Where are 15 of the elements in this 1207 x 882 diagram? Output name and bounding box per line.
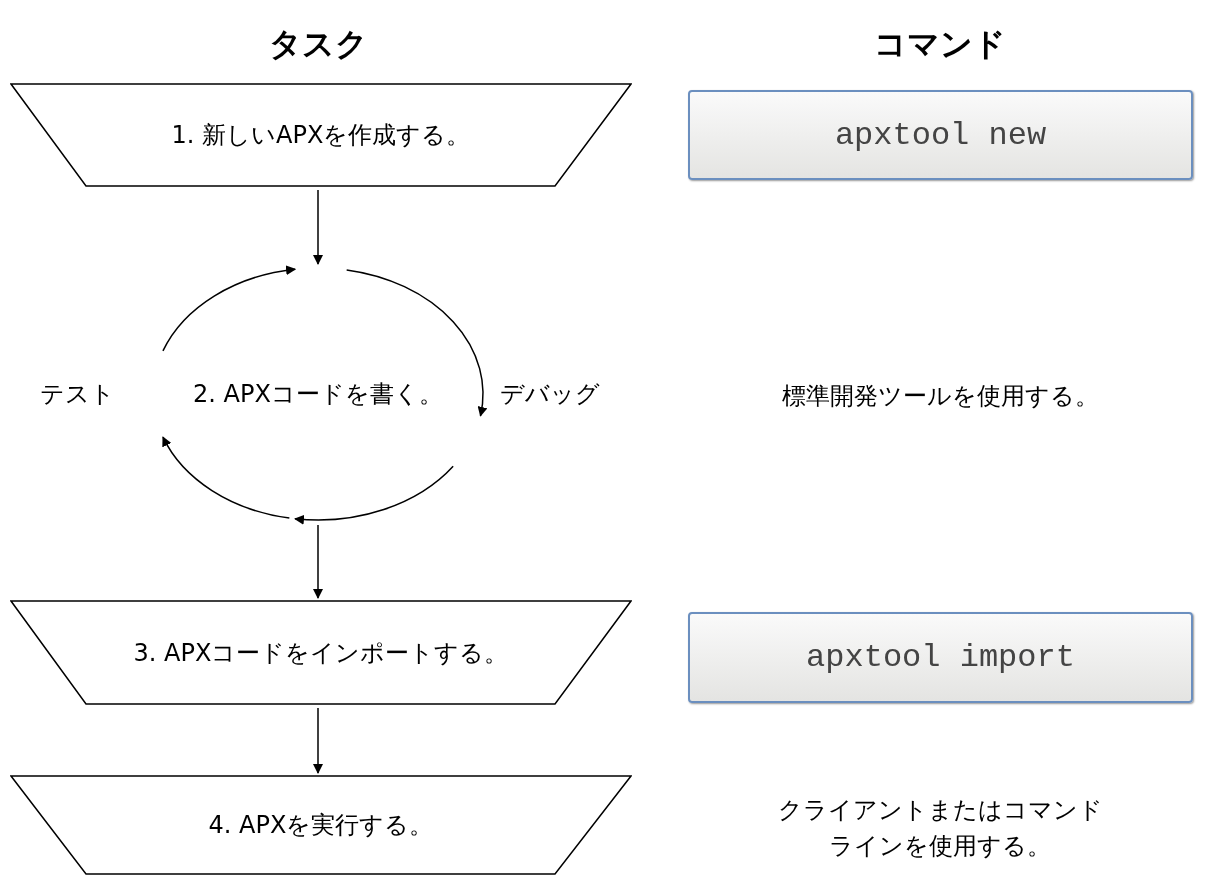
side-label: テスト	[40, 379, 115, 410]
arrow	[313, 707, 323, 774]
side-label: デバッグ	[500, 379, 600, 410]
step-label: 2. APXコードを書く。	[192, 379, 444, 410]
task-trapezoid: 3. APXコードをインポートする。	[10, 600, 632, 705]
column-heading: タスク	[268, 24, 368, 65]
column-heading: コマンド	[874, 24, 1006, 65]
note-text: 標準開発ツールを使用する。	[781, 381, 1099, 412]
task-trapezoid: 1. 新しいAPXを作成する。	[10, 83, 632, 187]
command-box: apxtool new	[688, 90, 1193, 180]
arrow	[313, 189, 323, 265]
task-trapezoid: 4. APXを実行する。	[10, 775, 632, 875]
command-box: apxtool import	[688, 612, 1193, 703]
arrow	[313, 524, 323, 599]
note-text: クライアントまたはコマンドラインを使用する。	[776, 795, 1104, 862]
